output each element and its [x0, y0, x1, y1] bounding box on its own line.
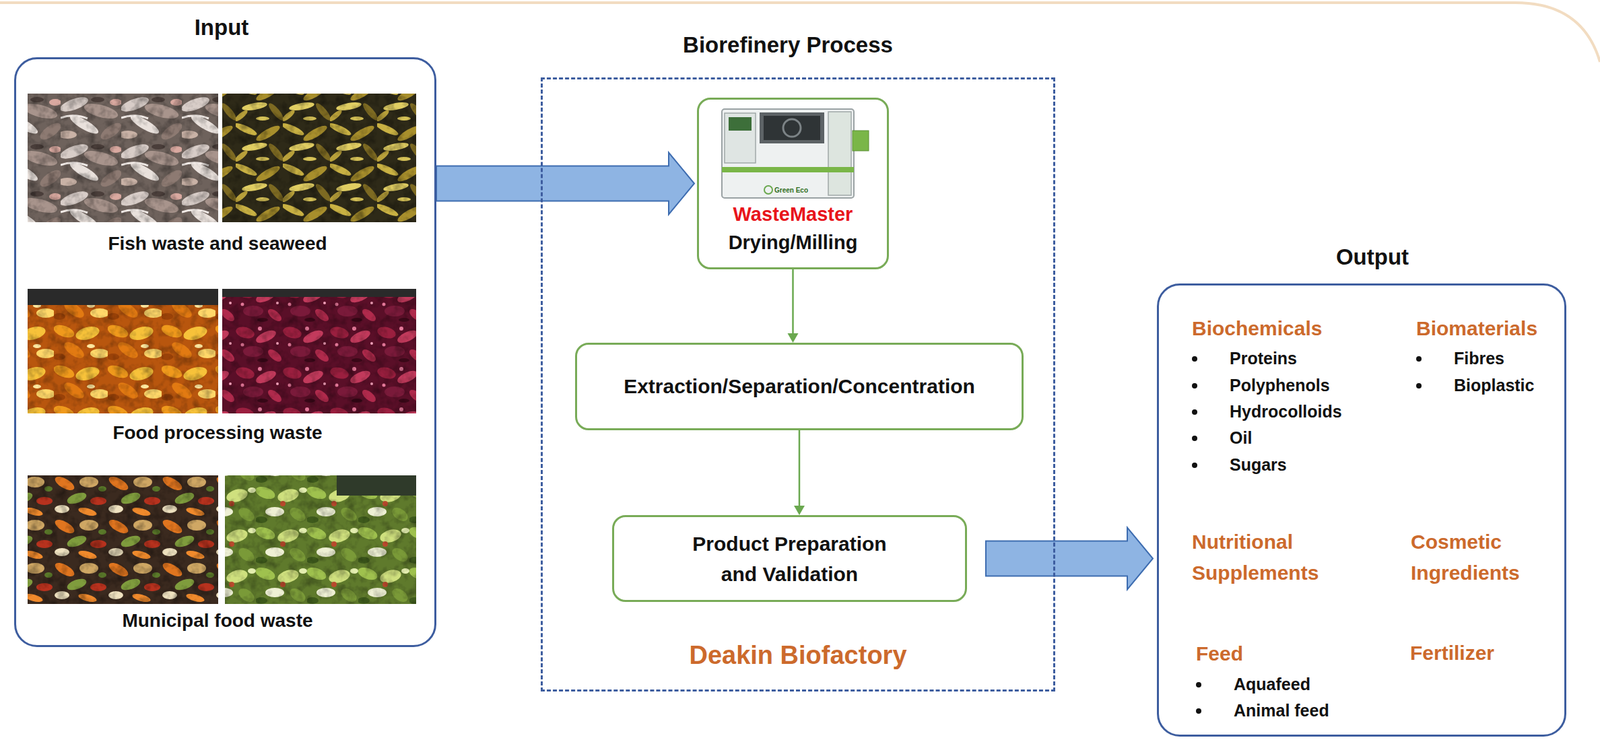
control-panel	[724, 113, 756, 163]
block-arrow	[436, 152, 695, 215]
flow-arrow	[793, 430, 805, 516]
logo-text: Green Eco	[774, 186, 809, 194]
photo-shade	[222, 288, 417, 414]
list-item: Fibres	[1453, 348, 1505, 370]
bin-edge	[222, 288, 417, 297]
list-item: Hydrocolloids	[1229, 401, 1343, 423]
machine-stripe	[721, 167, 854, 173]
list-item: Proteins	[1229, 348, 1297, 370]
food-waste-photo	[27, 475, 219, 605]
panel-heading: Input	[194, 13, 250, 42]
input-photos	[27, 93, 417, 605]
list-item: Sugars	[1229, 454, 1287, 476]
process-box: Product Preparation and Validation	[612, 515, 968, 603]
flow-line	[798, 430, 801, 506]
green-waste-photo	[224, 475, 417, 605]
list-item: Aquafeed	[1233, 674, 1311, 695]
list-item: Bioplastic	[1453, 375, 1535, 396]
control-screen	[728, 117, 752, 131]
photo-caption: Fish waste and seaweed	[107, 231, 327, 256]
list-item: Polyphenols	[1229, 375, 1330, 396]
seaweed-photo	[222, 93, 417, 223]
process-step: Product Preparation and Validation	[675, 528, 905, 590]
side-panel	[828, 111, 852, 196]
category-heading: Cosmetic Ingredients	[1410, 526, 1553, 590]
category-heading: Fertilizer	[1410, 640, 1495, 666]
logo-mark	[764, 185, 773, 194]
category-heading: Nutritional Supplements	[1191, 526, 1361, 590]
arrow-head	[787, 333, 799, 343]
list-item: Oil	[1229, 427, 1252, 449]
orange-peel-photo	[27, 288, 219, 414]
photo-shade	[27, 288, 219, 414]
process-box: Extraction/Separation/Concentration	[575, 342, 1024, 431]
process-step: Extraction/Separation/Concentration	[623, 373, 976, 400]
photo-shade	[224, 475, 417, 605]
photo-caption: Food processing waste	[112, 420, 322, 445]
frame-line	[0, 2, 1600, 62]
block-arrow-shape	[436, 152, 695, 215]
category-heading: Biomaterials	[1416, 315, 1538, 342]
facility-name: Deakin Biofactory	[688, 639, 907, 673]
photo-shade	[27, 93, 219, 223]
machine-window-inner	[763, 115, 821, 141]
pomace-photo	[222, 288, 417, 414]
category-heading: Biochemicals	[1191, 315, 1322, 342]
photo-shade	[27, 475, 219, 605]
block-arrow-shape	[985, 527, 1153, 590]
category-heading: Feed	[1195, 641, 1244, 667]
flow-arrow	[787, 269, 799, 343]
photo-caption: Municipal food waste	[121, 608, 313, 633]
block-arrow	[985, 527, 1153, 590]
panel-heading: Output	[1336, 243, 1409, 271]
arrow-head	[793, 505, 805, 516]
process-panel: Biorefinery ProcessDeakin BiofactoryWast…	[540, 77, 1056, 692]
list-item: Animal feed	[1233, 700, 1330, 722]
flow-line	[791, 269, 794, 334]
photo-shade	[222, 93, 417, 223]
output-panel: OutputBiochemicalsProteinsPolyphenolsHyd…	[1156, 283, 1567, 737]
process-step: Drying/Milling	[728, 228, 858, 257]
wastemaster-machine	[721, 109, 869, 198]
bin-edge	[336, 475, 417, 496]
bin-edge	[27, 288, 219, 306]
machine-chute	[852, 130, 869, 151]
machine-name: WasteMaster	[733, 200, 854, 229]
input-panel: InputFish waste and seaweedFood processi…	[14, 57, 437, 648]
machine-drum	[783, 119, 801, 137]
machine-box: WasteMasterDrying/Milling	[696, 97, 889, 270]
machine-body	[721, 109, 854, 198]
machine-window	[759, 112, 825, 144]
fish-waste-photo	[27, 93, 219, 223]
panel-heading: Biorefinery Process	[682, 30, 893, 59]
